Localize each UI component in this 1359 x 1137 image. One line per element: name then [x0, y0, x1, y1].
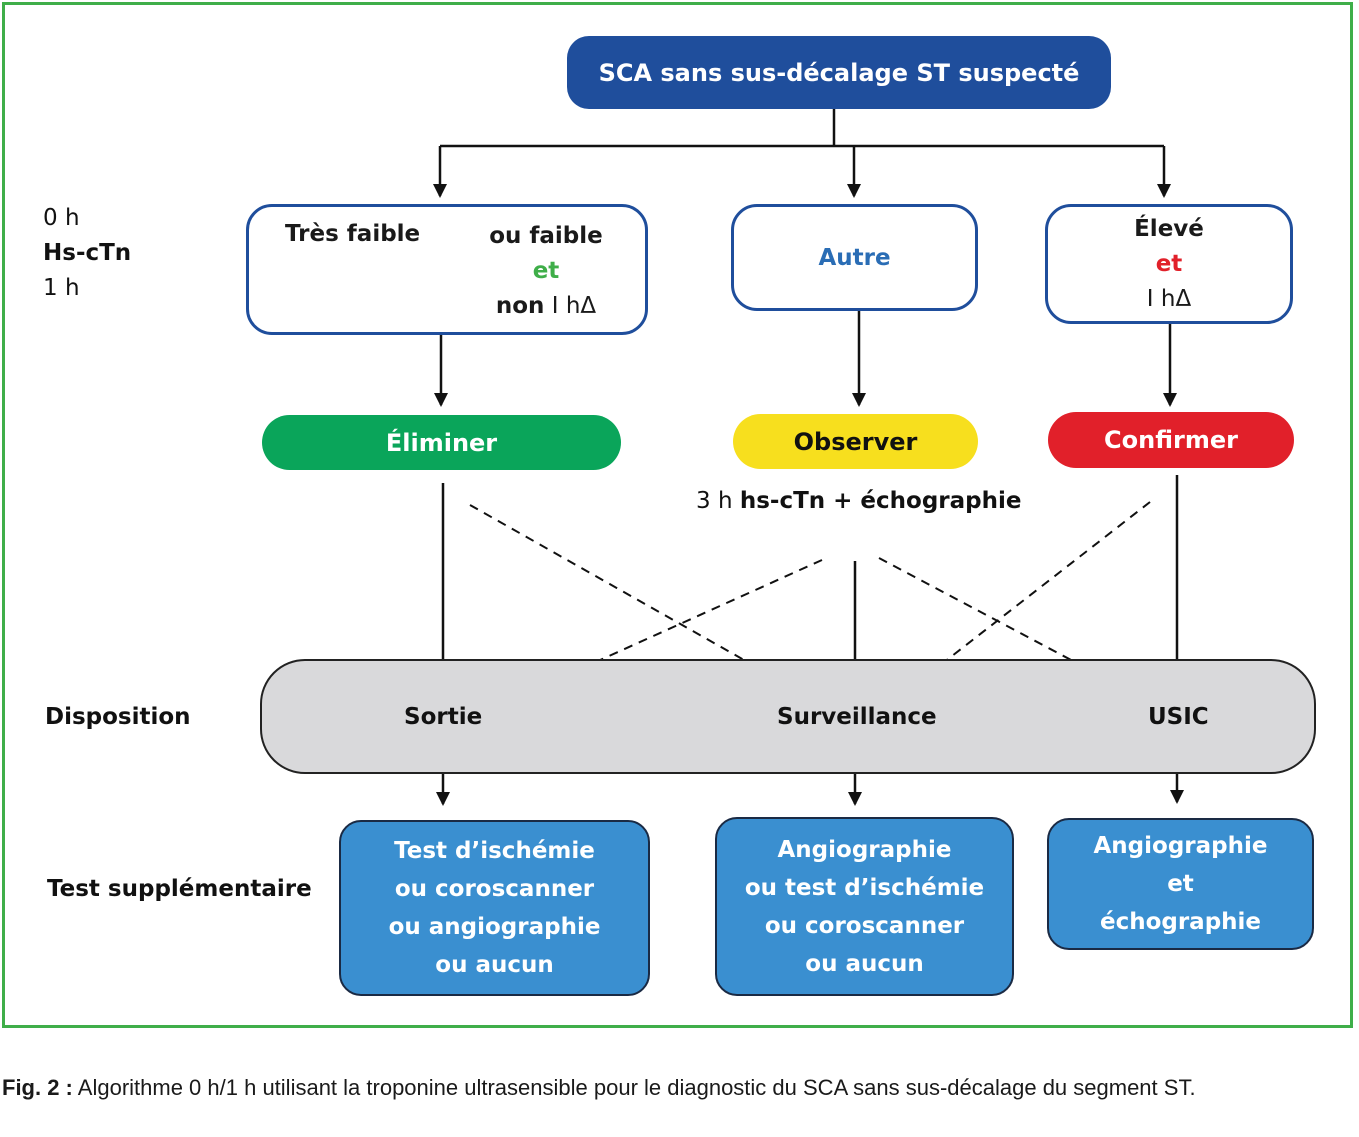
figure-frame	[2, 2, 1353, 1028]
test-sortie-line: ou angiographie	[388, 914, 601, 940]
low-risk-cond-rest: I hΔ	[544, 293, 597, 319]
observe-pill: Observer	[733, 414, 978, 469]
dashed-confirm-surveillance	[914, 501, 1151, 686]
high-risk-label: Élevé	[1134, 215, 1204, 242]
figure-caption: Fig. 2 : Algorithme 0 h/1 h utilisant la…	[2, 1070, 1357, 1105]
title-box: SCA sans sus-décalage ST suspecté	[567, 36, 1111, 109]
eliminate-pill: Éliminer	[262, 415, 621, 470]
test-usic-line: Angiographie	[1093, 833, 1268, 859]
test-usic-line: échographie	[1099, 909, 1262, 935]
low-risk-condition: non I hΔ	[471, 289, 621, 324]
low-risk-part1: Très faible	[285, 221, 421, 247]
test-sortie-line: ou aucun	[435, 952, 554, 978]
other-risk-label: Autre	[818, 244, 891, 271]
test-surveillance-line: ou aucun	[805, 950, 924, 977]
time-1h: 1 h	[43, 275, 80, 301]
test-sortie-line: Test d’ischémie	[394, 838, 595, 864]
test-surveillance-line: ou coroscanner	[764, 912, 965, 939]
title-text: SCA sans sus-décalage ST suspecté	[598, 58, 1080, 87]
disposition-surveillance: Surveillance	[777, 704, 937, 730]
observe-note-pre: 3 h	[696, 488, 740, 514]
test-box-sortie: Test d’ischémie ou coroscanner ou angiog…	[339, 820, 650, 996]
test-box-surveillance: Angiographie ou test d’ischémie ou coros…	[715, 817, 1014, 996]
time-labels: 0 h Hs-cTn 1 h	[43, 201, 131, 306]
confirm-label: Confirmer	[1104, 426, 1238, 454]
low-risk-cond-bold: non	[495, 293, 545, 319]
disposition-bar	[260, 659, 1316, 774]
supplementary-label: Test supplémentaire	[47, 876, 312, 902]
disposition-label: Disposition	[45, 704, 191, 730]
high-risk-condition: I hΔ	[1146, 285, 1192, 312]
caption-text: Algorithme 0 h/1 h utilisant la troponin…	[72, 1075, 1196, 1100]
test-usic-line: et	[1167, 871, 1194, 897]
test-sortie-line: ou coroscanner	[394, 876, 595, 902]
confirm-pill: Confirmer	[1048, 412, 1294, 468]
time-0h: 0 h	[43, 205, 80, 231]
test-box-usic: Angiographie et échographie	[1047, 818, 1314, 950]
time-marker: Hs-cTn	[43, 240, 132, 266]
observe-note: 3 h hs-cTn + échographie	[696, 484, 1022, 519]
test-surveillance-line: ou test d’ischémie	[744, 874, 985, 901]
disposition-usic: USIC	[1148, 704, 1209, 730]
low-risk-connector: et	[532, 258, 560, 284]
low-risk-part2: ou faible	[489, 223, 603, 249]
dashed-eliminate-surveillance	[469, 504, 792, 687]
other-risk-box: Autre	[731, 204, 978, 311]
high-risk-connector: et	[1155, 250, 1183, 277]
caption-prefix: Fig. 2 :	[2, 1075, 73, 1100]
test-surveillance-line: Angiographie	[777, 836, 952, 863]
observe-note-bold: hs-cTn + échographie	[739, 488, 1022, 514]
low-risk-box: Très faible ou faible et non I hΔ	[246, 204, 648, 335]
high-risk-box: Élevé et I hΔ	[1045, 204, 1293, 324]
disposition-sortie: Sortie	[404, 704, 483, 730]
observe-label: Observer	[793, 427, 918, 456]
eliminate-label: Éliminer	[385, 428, 498, 457]
